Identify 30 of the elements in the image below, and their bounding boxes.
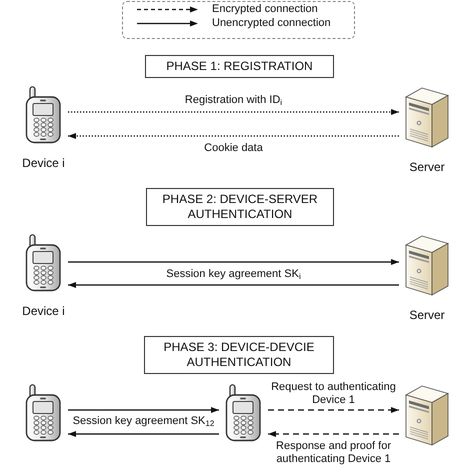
server-tower-icon — [405, 384, 449, 446]
edge-label: Session key agreement SK$_{12}$ — [72, 415, 214, 428]
phase-heading-box: PHASE 1: REGISTRATION — [145, 55, 334, 78]
device-caption: Server — [409, 308, 445, 322]
edge-label: Request to authenticating Device 1 — [270, 381, 397, 407]
arrow — [68, 407, 219, 413]
device-caption: Device i — [22, 156, 65, 170]
arrow — [268, 407, 399, 413]
arrow — [268, 431, 399, 437]
arrow — [68, 109, 399, 115]
mobile-phone-icon — [25, 234, 62, 292]
device-caption: Device i — [22, 304, 65, 318]
device-caption: Server — [409, 160, 445, 174]
edge-label: Session key agreement SK$_{i}$ — [166, 268, 301, 281]
edge-label: Response and proof for authenticating Device 1 — [275, 440, 392, 466]
arrow — [68, 259, 399, 265]
mobile-phone-icon — [25, 384, 62, 442]
legend-text: Unencrypted connection — [212, 17, 331, 30]
edge-label: Cookie data — [204, 142, 263, 155]
arrow — [68, 133, 399, 139]
phase-heading-box: PHASE 2: DEVICE-SERVER AUTHENTICATION — [146, 188, 334, 226]
edge-label: Registration with ID$_{i}$ — [184, 94, 282, 107]
legend-text: Encrypted connection — [212, 3, 318, 16]
server-tower-icon — [405, 86, 449, 148]
mobile-phone-icon — [25, 86, 62, 144]
arrow — [68, 282, 399, 288]
phase-heading-box: PHASE 3: DEVICE-DEVCIE AUTHENTICATION — [144, 336, 334, 374]
arrow — [68, 431, 219, 437]
mobile-phone-icon — [225, 384, 262, 442]
server-tower-icon — [405, 234, 449, 296]
